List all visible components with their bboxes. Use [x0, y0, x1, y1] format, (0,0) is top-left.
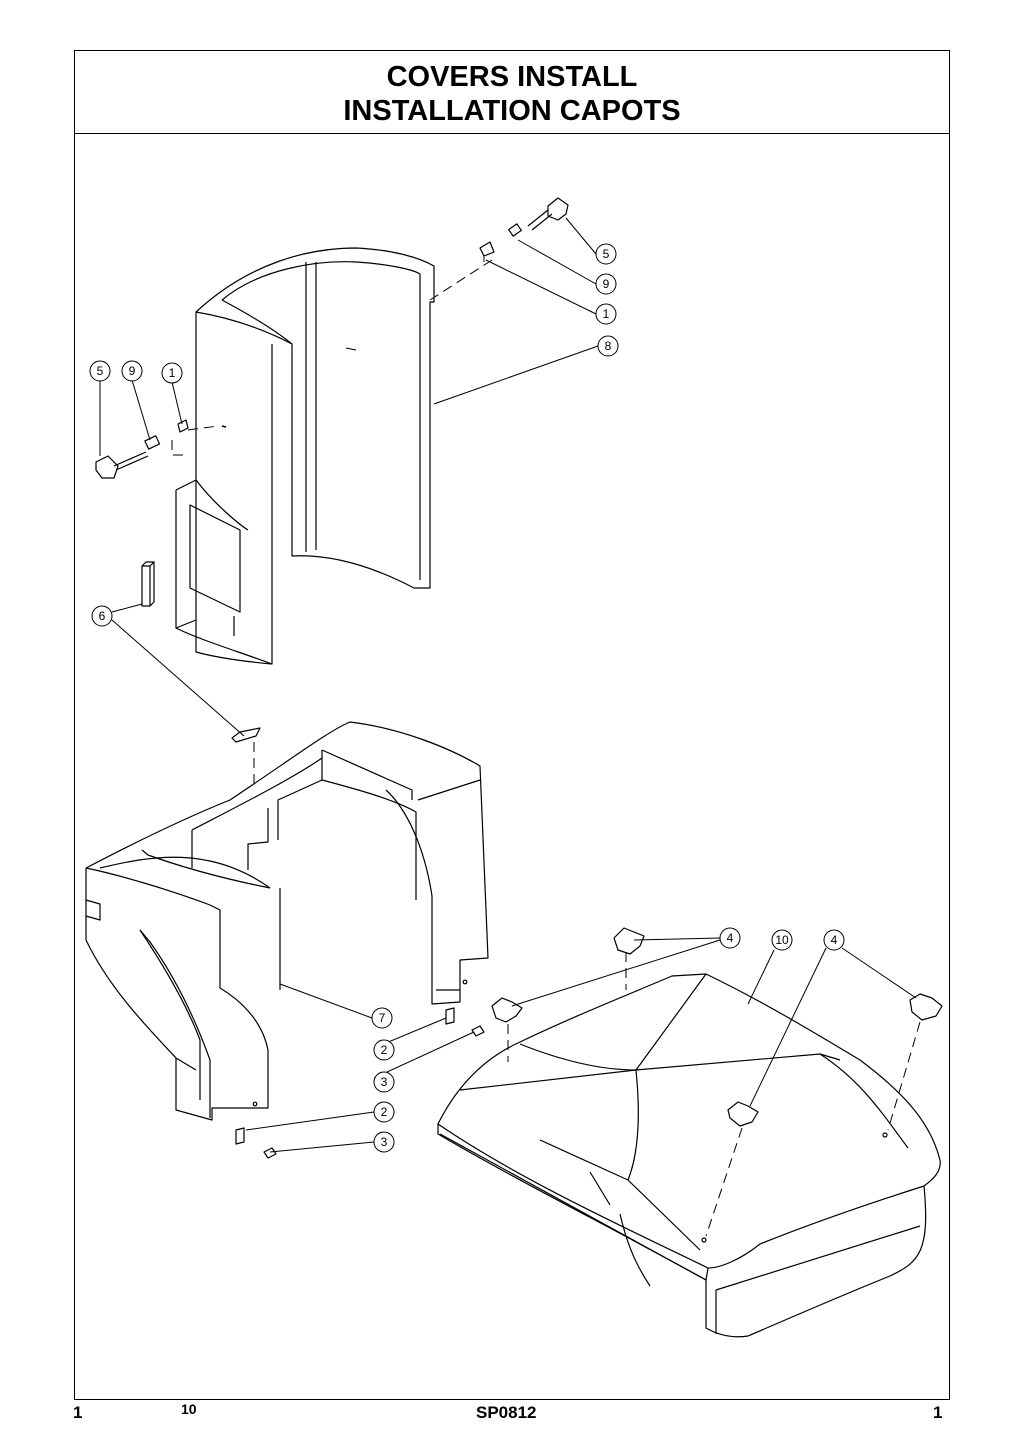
callout-1-top: 1 — [603, 307, 610, 321]
callout-7: 7 — [379, 1011, 386, 1025]
title-block: COVERS INSTALL INSTALLATION CAPOTS — [75, 51, 949, 134]
base-cover-part-10 — [437, 973, 941, 1338]
callout-10: 10 — [775, 933, 789, 947]
rear-cover-part-7 — [85, 721, 489, 1121]
callout-4-left: 4 — [727, 931, 734, 945]
callout-bubbles — [89, 243, 845, 1153]
footer-left-number: 1 — [73, 1403, 83, 1422]
callout-1-left: 1 — [169, 366, 176, 380]
footer-sheet-number: 10 — [181, 1401, 197, 1417]
callout-8: 8 — [605, 339, 612, 353]
callout-3-upper: 3 — [381, 1075, 388, 1089]
title-french: INSTALLATION CAPOTS — [343, 95, 681, 127]
callout-5-left: 5 — [97, 364, 104, 378]
leader-lines — [99, 217, 917, 1153]
drawing-frame: COVERS INSTALL INSTALLATION CAPOTS — [74, 50, 950, 1400]
upper-cover-part-8 — [175, 247, 435, 665]
hardware-parts — [95, 197, 943, 1159]
title-english: COVERS INSTALL — [386, 61, 638, 93]
footer-right-number: 1 — [933, 1403, 943, 1422]
callout-4-right: 4 — [831, 933, 838, 947]
callout-5-top: 5 — [603, 247, 610, 261]
callout-labels: 5 9 1 8 5 9 1 6 7 2 3 2 3 4 10 4 — [97, 247, 838, 1149]
footer-document-code: SP0812 — [476, 1403, 537, 1422]
callout-6: 6 — [99, 609, 106, 623]
callout-2-upper: 2 — [381, 1043, 388, 1057]
assembly-center-lines — [171, 256, 921, 1237]
callout-3-lower: 3 — [381, 1135, 388, 1149]
callout-9-left: 9 — [129, 364, 136, 378]
callout-9-top: 9 — [603, 277, 610, 291]
callout-2-lower: 2 — [381, 1105, 388, 1119]
